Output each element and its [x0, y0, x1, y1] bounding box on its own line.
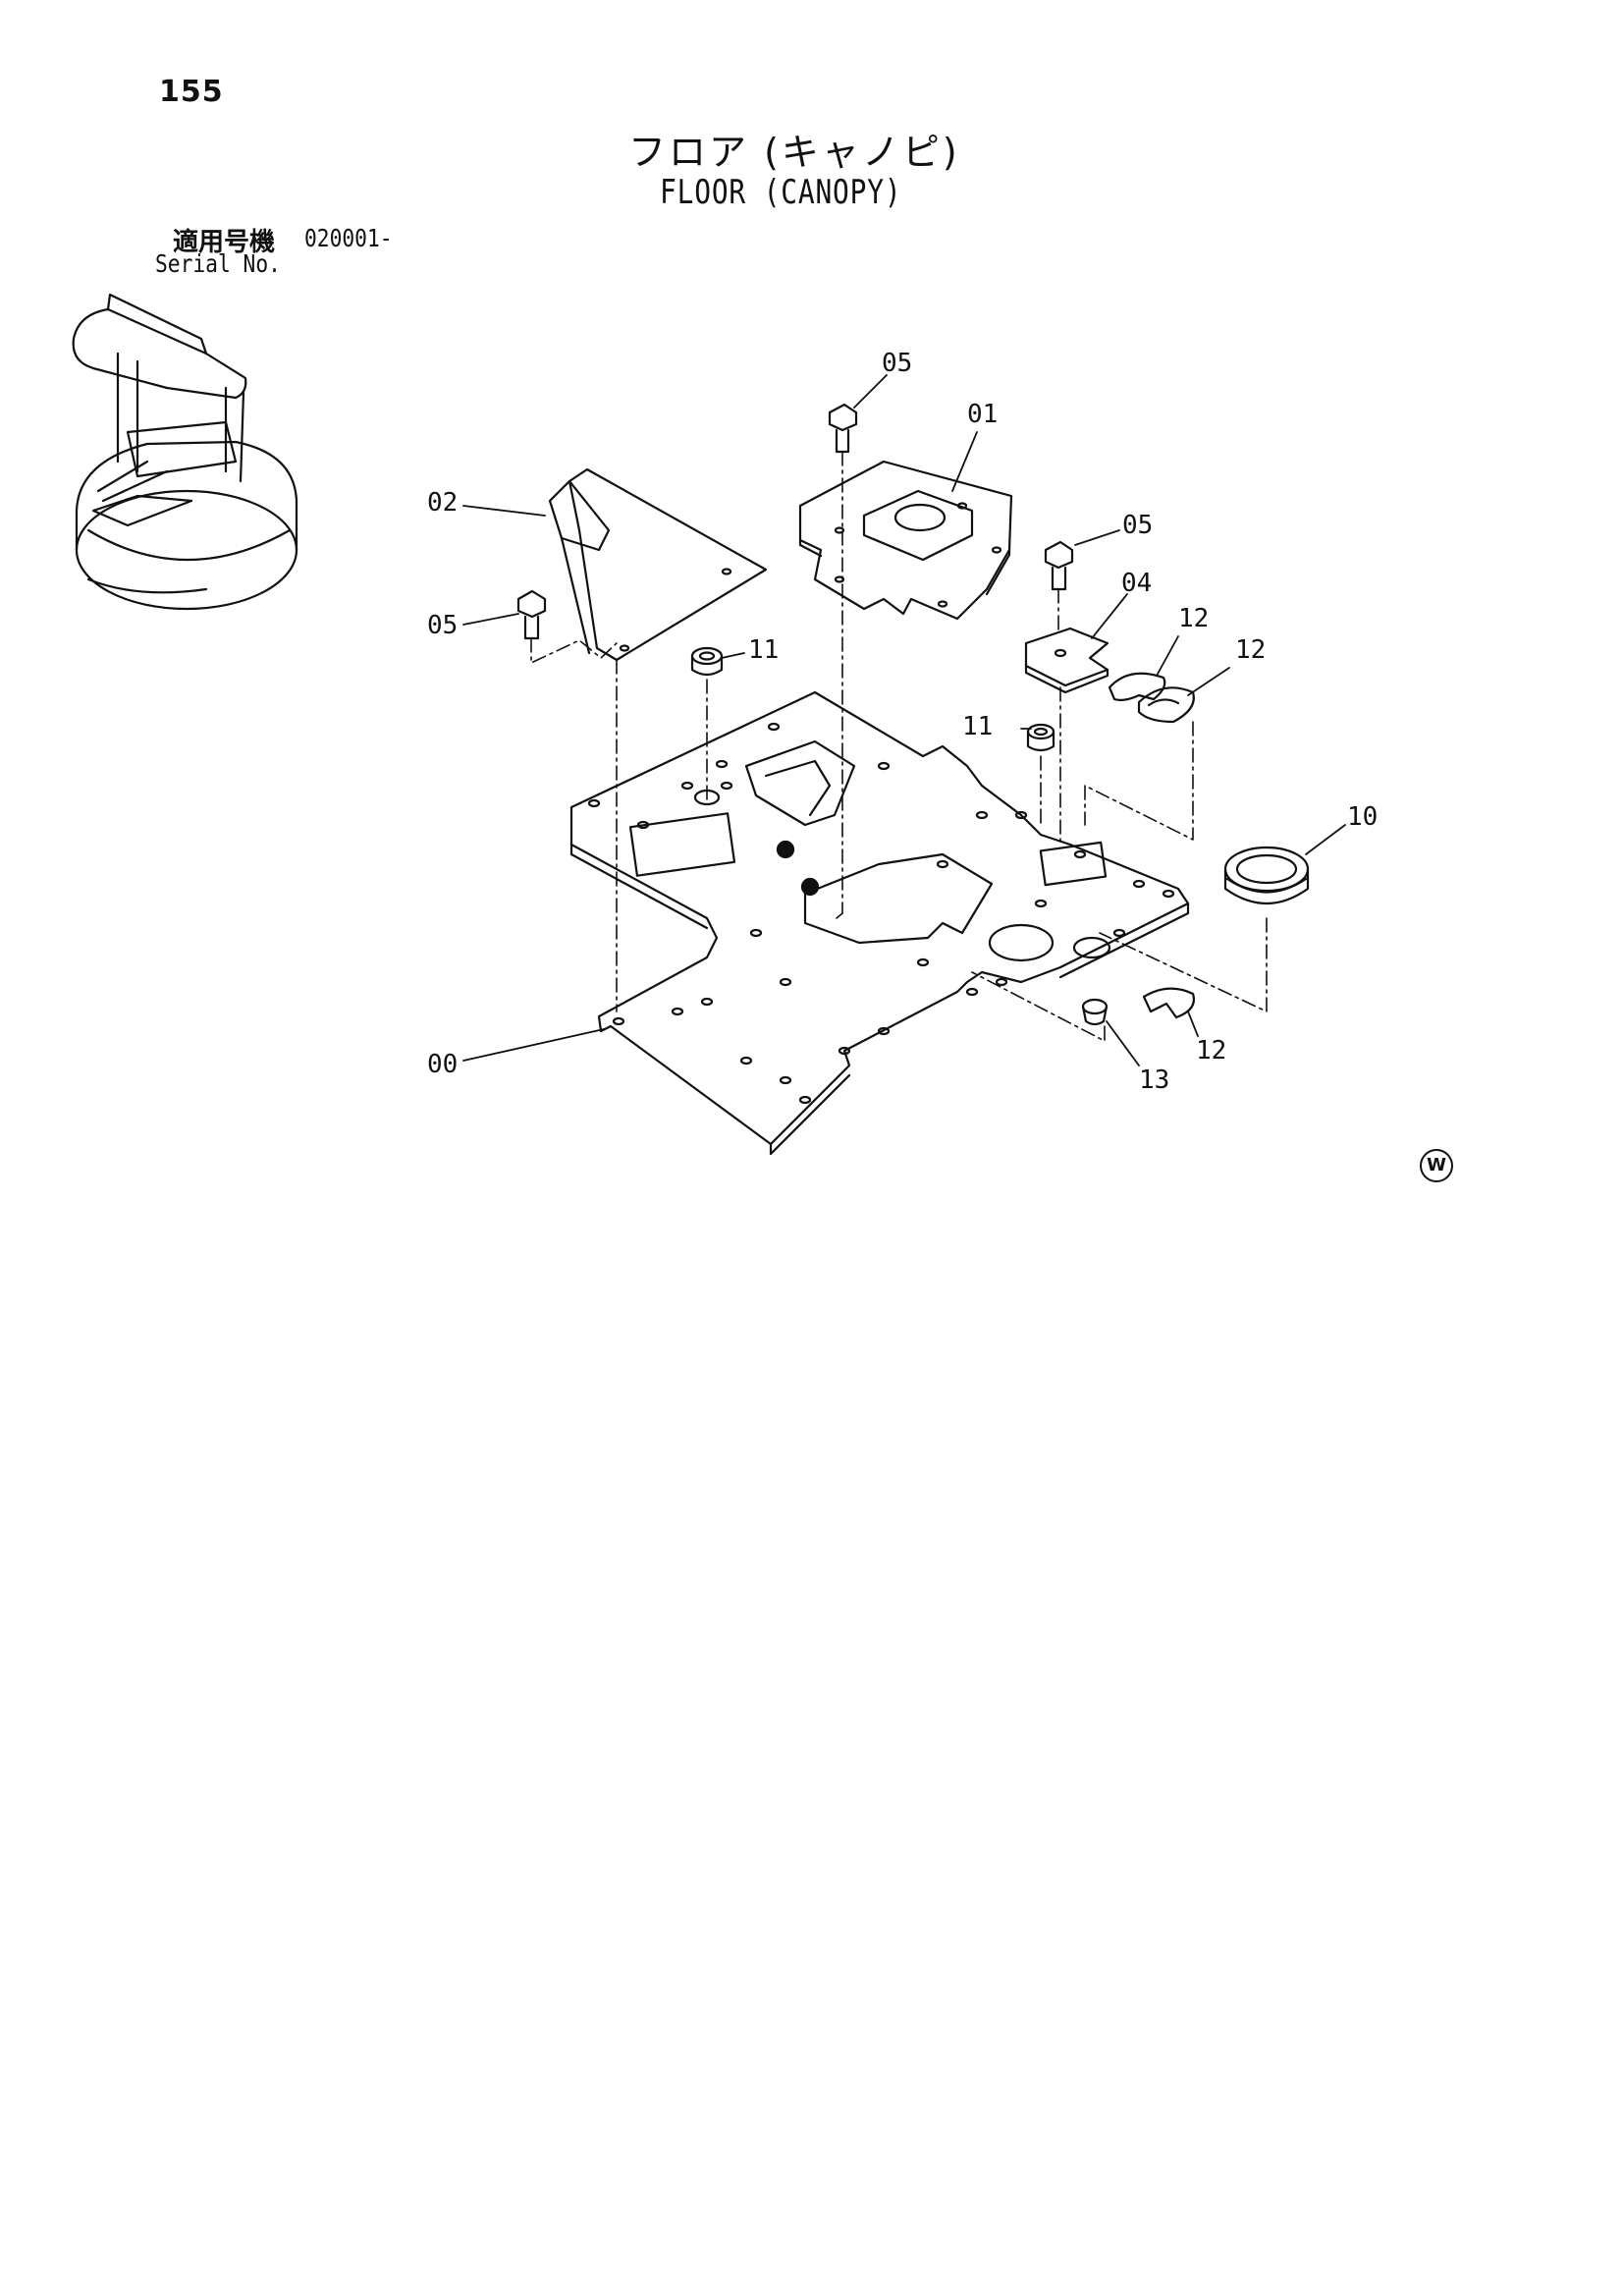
- assembly-lines: [530, 451, 1268, 1042]
- serial-number-value: 020001-: [304, 224, 393, 252]
- callout-02: 02: [427, 488, 458, 518]
- callout-05-right: 05: [1122, 511, 1153, 540]
- serial-label-japanese: 適用号機: [173, 228, 276, 257]
- callout-12-b: 12: [1235, 635, 1266, 665]
- callout-05-top: 05: [882, 349, 912, 378]
- serial-label-english: Serial No.: [155, 249, 281, 278]
- machine-thumbnail: [72, 293, 298, 611]
- diagram-title-english: FLOOR (CANOPY): [660, 173, 902, 212]
- callout-labels: 05 01 02 05 05 04 12 12 11 11 10 12 13 0…: [427, 349, 1378, 1095]
- bolt-05-top: [828, 403, 858, 454]
- leader-lines: [462, 374, 1346, 1066]
- callout-10: 10: [1347, 802, 1378, 832]
- callout-11-right: 11: [962, 712, 993, 741]
- plate-02: [548, 467, 768, 662]
- bolt-05-left: [516, 589, 547, 640]
- clip-12-b: [1137, 686, 1195, 724]
- callout-12-a: 12: [1178, 604, 1209, 633]
- watermark-w-icon: W: [1420, 1149, 1453, 1182]
- clip-12-c: [1142, 987, 1195, 1019]
- bushing-11-right: [1026, 723, 1055, 752]
- plate-01: [798, 460, 1013, 621]
- plug-13: [1081, 998, 1109, 1026]
- callout-11-left: 11: [748, 635, 779, 665]
- page-number: 155: [159, 75, 224, 109]
- callout-13: 13: [1139, 1066, 1169, 1095]
- callout-01: 01: [967, 400, 998, 429]
- clip-12-a: [1108, 672, 1166, 701]
- bushing-11-left: [690, 646, 724, 677]
- callout-05-left: 05: [427, 611, 458, 640]
- grommet-10: [1223, 846, 1310, 905]
- plate-04: [1024, 627, 1109, 694]
- callout-00: 00: [427, 1050, 458, 1079]
- bolt-05-right: [1044, 540, 1074, 591]
- floor-plate-00: [569, 690, 1190, 1156]
- callout-12-c: 12: [1196, 1036, 1226, 1066]
- callout-04: 04: [1121, 569, 1152, 598]
- diagram-title-japanese: フロア (キャノピ): [628, 131, 960, 174]
